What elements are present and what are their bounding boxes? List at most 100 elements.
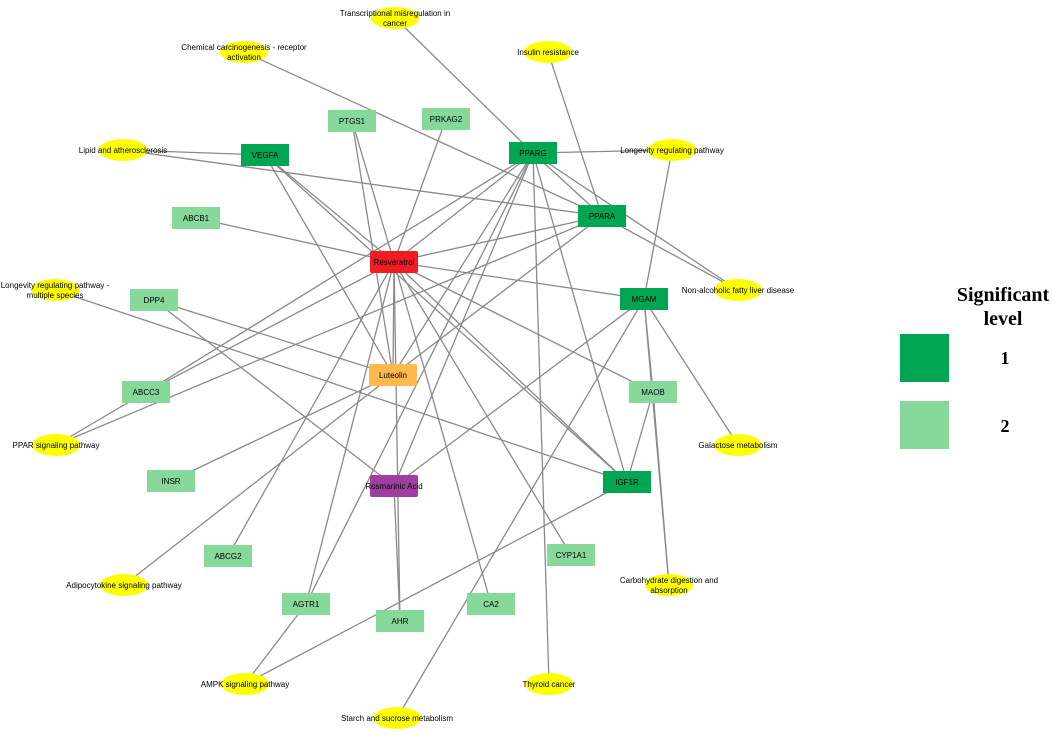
target-node-abcg2[interactable]: ABCG2 bbox=[204, 545, 252, 567]
edge-resveratrol-ca2 bbox=[393, 261, 492, 605]
pathway-node-p_nafld[interactable]: Non-alcoholic fatty liver disease bbox=[682, 279, 795, 301]
target-node-mgam[interactable]: MGAM bbox=[620, 288, 668, 310]
edge-rosmarinic-acid-pparg bbox=[393, 152, 534, 487]
target-rect bbox=[328, 110, 376, 132]
target-label: AGTR1 bbox=[293, 600, 320, 609]
edge-mgam-maob bbox=[643, 298, 654, 393]
target-rect bbox=[204, 545, 252, 567]
target-rect bbox=[282, 593, 330, 615]
edge-resveratrol-mgam bbox=[393, 261, 645, 300]
target-label: PTGS1 bbox=[339, 117, 366, 126]
target-node-ptgs1[interactable]: PTGS1 bbox=[328, 110, 376, 132]
target-label: VEGFA bbox=[252, 151, 279, 160]
pathway-node-p_longmulti[interactable]: Longevity regulating pathway -multiple s… bbox=[1, 279, 110, 301]
legend-title-line2: level bbox=[984, 308, 1023, 330]
pathway-ellipse bbox=[525, 673, 573, 695]
edge-resveratrol-igf1r bbox=[393, 261, 628, 483]
target-node-cyp1a1[interactable]: CYP1A1 bbox=[547, 544, 595, 566]
target-node-maob[interactable]: MAOB bbox=[629, 381, 677, 403]
edge-resveratrol-vegfa bbox=[264, 154, 395, 263]
pathway-ellipse bbox=[221, 673, 269, 695]
pathway-label: Thyroid cancer bbox=[523, 680, 576, 689]
pathway-node-p_lipid[interactable]: Lipid and atherosclerosis bbox=[79, 139, 168, 161]
target-rect bbox=[578, 205, 626, 227]
edge-vegfa-igf1r bbox=[264, 154, 628, 483]
pathway-label: Adipocytokine signaling pathway bbox=[66, 581, 182, 590]
target-label: ABCC3 bbox=[133, 388, 160, 397]
target-node-insr[interactable]: INSR bbox=[147, 470, 195, 492]
target-node-abcc3[interactable]: ABCC3 bbox=[122, 381, 170, 403]
target-label: PRKAG2 bbox=[430, 115, 463, 124]
edge-igf1r-maob bbox=[626, 391, 654, 483]
pathway-ellipse bbox=[99, 139, 147, 161]
pathway-node-p_longevity[interactable]: Longevity regulating pathway bbox=[620, 139, 724, 161]
target-rect bbox=[467, 593, 515, 615]
target-node-ppara[interactable]: PPARA bbox=[578, 205, 626, 227]
pathway-node-p_ampk[interactable]: AMPK signaling pathway bbox=[201, 673, 290, 695]
edge-ppara-p_ppar bbox=[55, 215, 603, 446]
pathway-ellipse bbox=[714, 279, 762, 301]
pathway-node-p_thyroid[interactable]: Thyroid cancer bbox=[523, 673, 576, 695]
pathway-label: Lipid and atherosclerosis bbox=[79, 146, 168, 155]
target-node-ca2[interactable]: CA2 bbox=[467, 593, 515, 615]
target-node-pparg[interactable]: PPARG bbox=[509, 142, 557, 164]
edge-ppara-p_chem bbox=[243, 51, 603, 217]
compound-node-resveratrol[interactable]: Resveratrol bbox=[370, 251, 418, 273]
pathway-label: Starch and sucrose metabolism bbox=[341, 714, 453, 723]
pathway-ellipse bbox=[373, 707, 421, 729]
compound-rect bbox=[370, 251, 418, 273]
target-rect bbox=[147, 470, 195, 492]
target-node-ahr[interactable]: AHR bbox=[376, 610, 424, 632]
compound-node-luteolin[interactable]: Luteolin bbox=[369, 364, 417, 386]
edge-igf1r-p_ampk bbox=[244, 481, 628, 685]
pathway-node-p_insulin[interactable]: Insulin resistance bbox=[517, 41, 579, 63]
edge-resveratrol-abcb1 bbox=[195, 217, 395, 263]
target-label: PPARA bbox=[589, 212, 616, 221]
edge-rosmarinic-acid-ahr bbox=[393, 485, 401, 622]
edge-maob-p_carbo bbox=[652, 391, 670, 586]
edge-resveratrol-abcg2 bbox=[227, 261, 395, 557]
target-node-dpp4[interactable]: DPP4 bbox=[130, 289, 178, 311]
edge-resveratrol-abcc3 bbox=[145, 261, 395, 393]
edge-ppara-p_nafld bbox=[601, 215, 739, 291]
pathway-node-p_galact[interactable]: Galactose metabolism bbox=[698, 434, 778, 456]
target-node-abcb1[interactable]: ABCB1 bbox=[172, 207, 220, 229]
target-label: AHR bbox=[392, 617, 409, 626]
legend-swatch-level-1 bbox=[900, 334, 949, 382]
target-rect bbox=[130, 289, 178, 311]
edge-resveratrol-luteolin bbox=[392, 261, 395, 376]
edge-pparg-p_nafld bbox=[532, 152, 739, 291]
target-node-prkag2[interactable]: PRKAG2 bbox=[422, 108, 470, 130]
legend: Significant level 1 2 bbox=[900, 284, 1049, 449]
pathway-node-p_adipo[interactable]: Adipocytokine signaling pathway bbox=[66, 574, 182, 596]
target-rect bbox=[509, 142, 557, 164]
edge-luteolin-pparg bbox=[392, 152, 534, 376]
pathway-label: Non-alcoholic fatty liver disease bbox=[682, 286, 795, 295]
target-rect bbox=[172, 207, 220, 229]
pathway-ellipse bbox=[714, 434, 762, 456]
pathway-node-p_starch[interactable]: Starch and sucrose metabolism bbox=[341, 707, 453, 729]
edge-pparg-p_thyroid bbox=[532, 152, 550, 685]
target-rect bbox=[422, 108, 470, 130]
target-node-vegfa[interactable]: VEGFA bbox=[241, 144, 289, 166]
target-label: ABCB1 bbox=[183, 214, 210, 223]
pathway-label: Longevity regulating pathway bbox=[620, 146, 724, 155]
pathway-label: Longevity regulating pathway -multiple s… bbox=[1, 281, 110, 300]
target-node-agtr1[interactable]: AGTR1 bbox=[282, 593, 330, 615]
edge-luteolin-dpp4 bbox=[153, 299, 394, 376]
edge-ppara-p_insulin bbox=[547, 51, 603, 217]
compound-node-rosmarinic-acid[interactable]: Rosmarinic Acid bbox=[365, 475, 423, 497]
target-rect bbox=[376, 610, 424, 632]
edge-ppara-p_lipid bbox=[122, 149, 603, 217]
target-node-igf1r[interactable]: IGF1R bbox=[603, 471, 651, 493]
pathway-label: AMPK signaling pathway bbox=[201, 680, 290, 689]
target-rect bbox=[241, 144, 289, 166]
edge-resveratrol-ptgs1 bbox=[351, 120, 395, 263]
pathway-node-p_ppar[interactable]: PPAR signaling pathway bbox=[12, 434, 100, 456]
